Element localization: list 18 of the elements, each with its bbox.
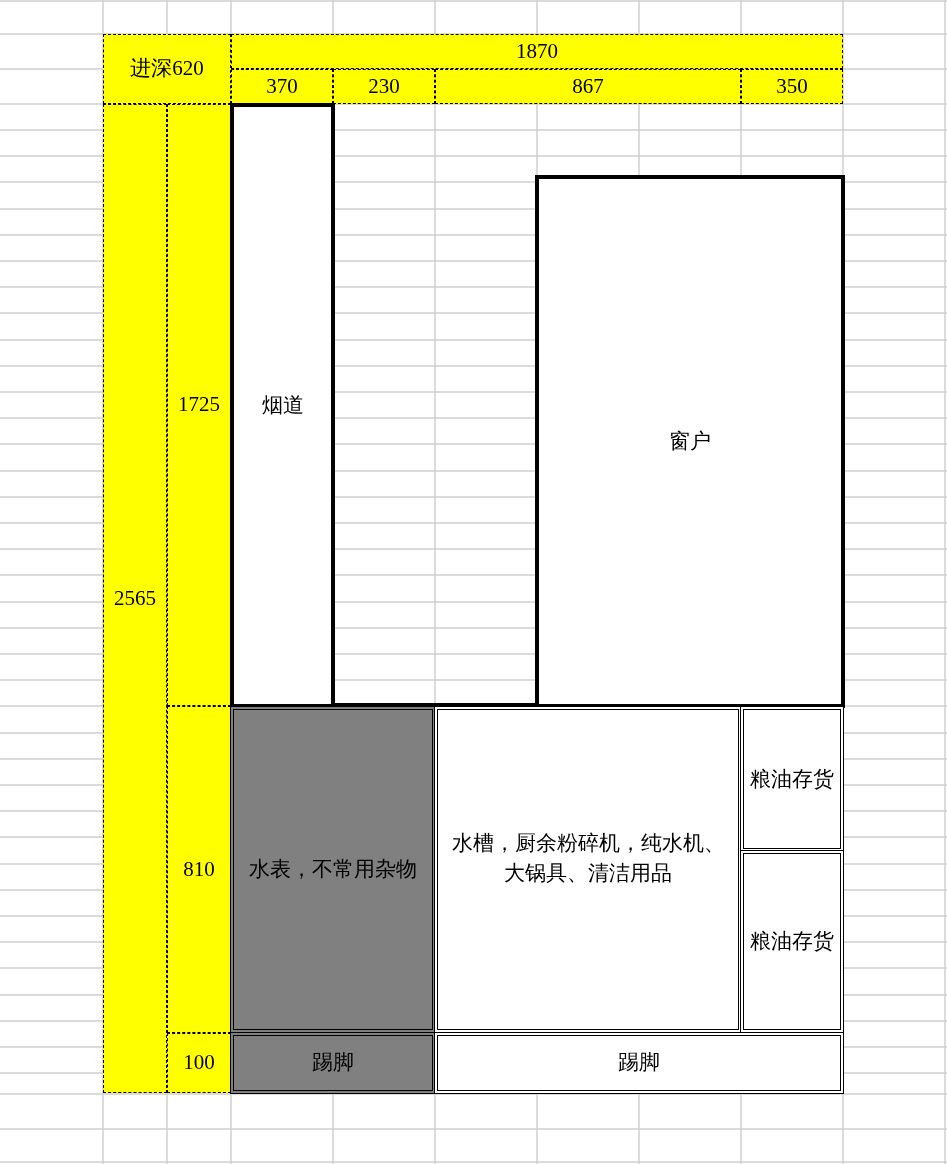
cabinet-box: 粮油存货: [740, 850, 844, 1033]
dimension-cell: 370: [231, 69, 333, 104]
dimension-cell: 2565: [103, 104, 167, 1093]
cabinet-box: 水槽，厨余粉碎机，纯水机、大锅具、清洁用品: [434, 706, 742, 1033]
kickboard-box: 踢脚: [434, 1032, 844, 1094]
kickboard-box: 踢脚: [230, 1032, 436, 1094]
window-box: 窗户: [535, 175, 845, 708]
dimension-cell: 230: [333, 69, 435, 104]
dimension-cell: 1725: [167, 104, 231, 706]
dimension-cell: 867: [435, 69, 741, 104]
dimension-cell: 810: [167, 706, 231, 1033]
cabinet-box: 粮油存货: [740, 706, 844, 852]
dimension-cell: 1870: [231, 34, 843, 69]
cabinet-box: 水表，不常用杂物: [230, 706, 436, 1033]
dimension-cell: 100: [167, 1033, 231, 1093]
flue-box: 烟道: [230, 103, 335, 708]
dimension-cell: 350: [741, 69, 843, 104]
dimension-cell: 进深620: [103, 34, 231, 104]
